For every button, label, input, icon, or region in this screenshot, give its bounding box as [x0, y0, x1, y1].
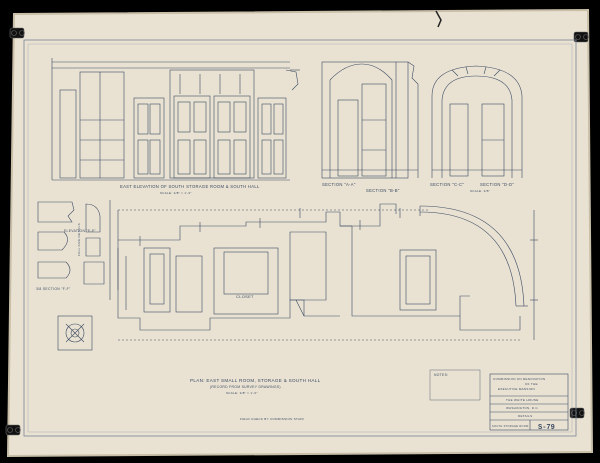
section-b-label: SECTION "B-B" — [366, 188, 400, 193]
section-scale: SCALE: 3/8" — [470, 189, 490, 193]
plan-scale: SCALE: 3/8" = 1'-0" — [226, 391, 258, 395]
binder-clip-bottom-right — [569, 407, 585, 419]
section-c-label: SECTION "C-C" — [430, 182, 464, 187]
plan-subtitle: (RECORD FROM SURVEY DRAWINGS) — [210, 385, 281, 389]
section-c-d-drawing — [431, 65, 523, 178]
section-a-b-drawing — [321, 61, 419, 179]
full-size-details-label: FULL SIZE DETAILS — [77, 223, 81, 256]
paper — [8, 10, 592, 456]
drawing-border — [23, 39, 577, 437]
east-elevation-drawing — [51, 58, 300, 181]
title-line-3: EXECUTIVE MANSION — [498, 387, 535, 391]
detail-elevation-label: ELEVATION "E-E" — [64, 229, 97, 233]
bottom-note: FIELD CHECK BY COMMISSION STAFF — [240, 417, 305, 421]
floor-plan-drawing — [117, 203, 538, 341]
east-elevation-label: EAST ELEVATION OF SOUTH STORAGE ROOM & S… — [120, 184, 260, 189]
detail-section-label: 3/8 SECTION "F-F" — [36, 287, 71, 291]
section-a-label: SECTION "A-A" — [322, 182, 356, 187]
title-block — [489, 373, 569, 431]
title-line-1: COMMISSION ON RENOVATION — [493, 377, 545, 381]
binder-clip-top-left — [9, 27, 25, 39]
section-d-label: SECTION "D-D" — [480, 182, 514, 187]
title-line-6: DETAILS — [518, 414, 532, 418]
east-elevation-scale: SCALE: 3/8" = 1'-0" — [160, 191, 192, 195]
ornament-detail — [57, 315, 93, 351]
title-line-5: WASHINGTON, D.C. — [506, 406, 539, 410]
sheet-number: S-79 — [538, 424, 555, 432]
notes-label: NOTES: — [434, 373, 448, 377]
title-line-4: THE WHITE HOUSE — [506, 398, 539, 402]
plan-title: PLAN: EAST SMALL ROOM, STORAGE & SOUTH H… — [190, 378, 321, 383]
title-line-2: OF THE — [525, 382, 538, 386]
closet-label: CLOSET — [236, 294, 254, 299]
binder-clip-bottom-left — [5, 424, 21, 436]
title-line-7: SOUTH STORAGE ROOM — [492, 424, 529, 428]
binder-clip-top-right — [573, 31, 589, 43]
